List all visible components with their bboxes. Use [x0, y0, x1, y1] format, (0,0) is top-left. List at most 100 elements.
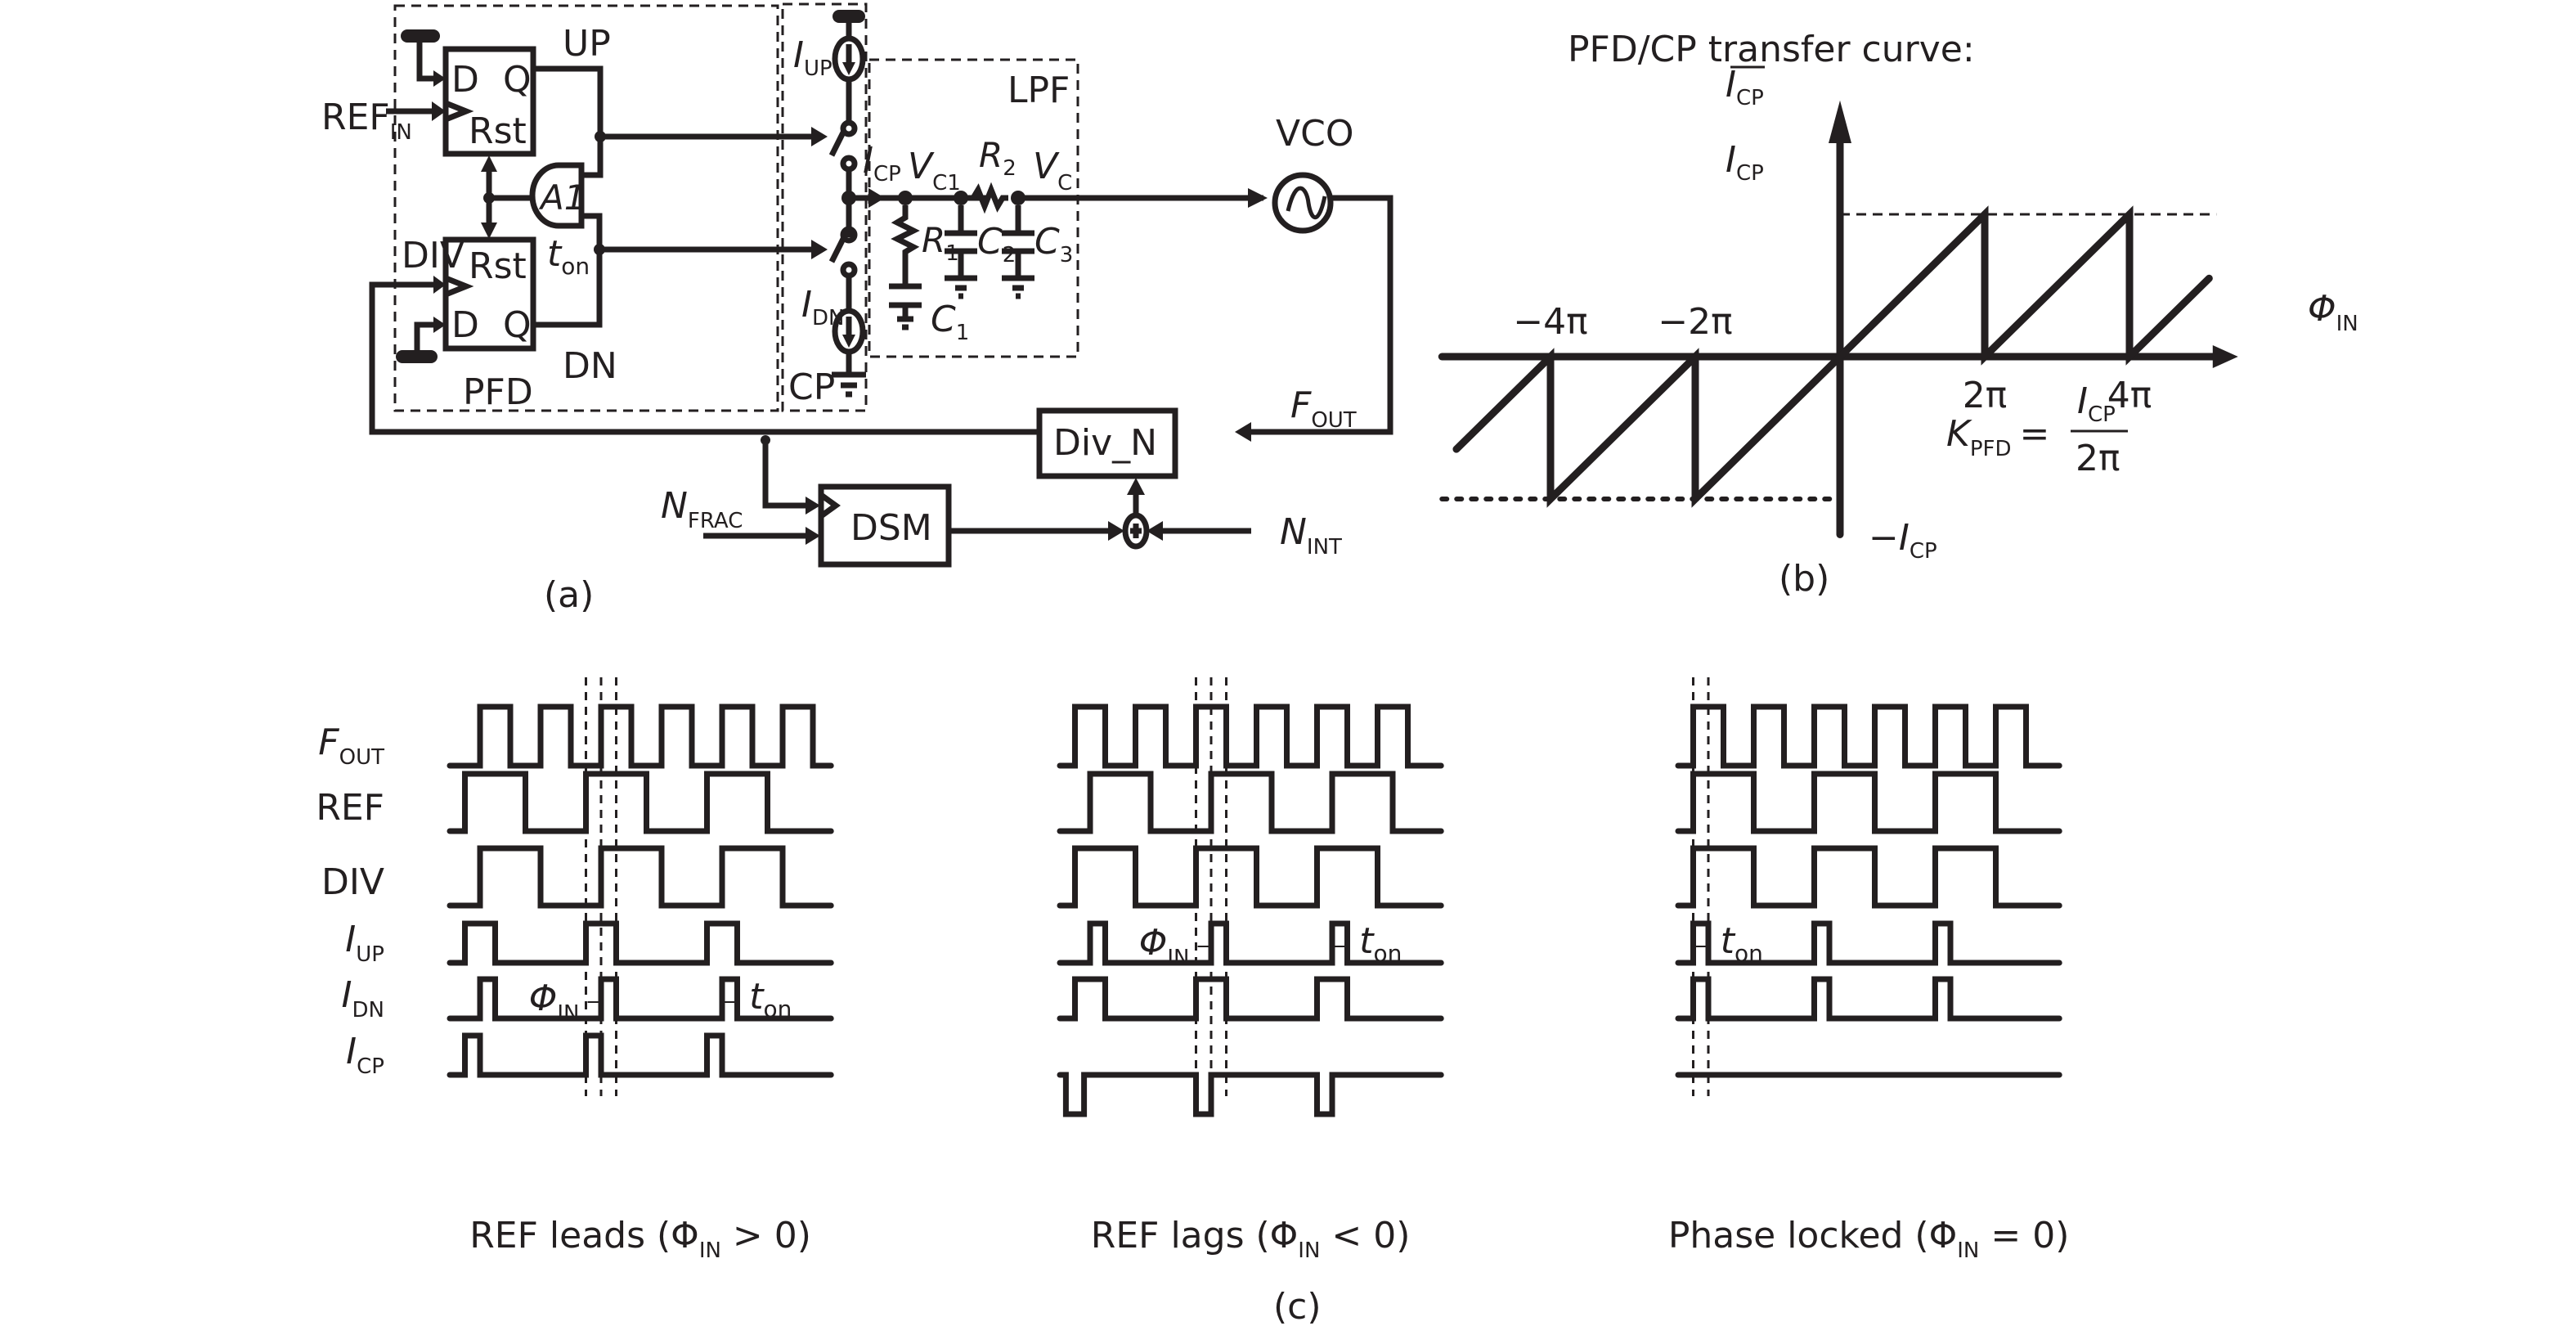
signal-label-icp: ICP	[346, 1031, 384, 1079]
waveform-icp	[447, 1032, 834, 1078]
switch-up-blade	[828, 129, 847, 157]
n-frac-label: NFRAC	[661, 485, 743, 533]
ton-annotation: ton	[1721, 920, 1763, 967]
switch-dn-contact-top	[840, 226, 858, 244]
adder-to-div-arrow	[1127, 478, 1145, 495]
up-label: UP	[563, 23, 611, 65]
c2-label: C2	[977, 221, 1016, 267]
dsm-clock-triangle	[819, 492, 841, 519]
dn-wire	[533, 213, 603, 328]
phi-in-annotation: ΦIN	[529, 978, 580, 1026]
d-wire-bottom	[414, 321, 438, 357]
and-gate-a1	[529, 162, 585, 229]
i-up-label: IUP	[793, 34, 832, 81]
k-pfd-formula: KPFD= ICP 2π	[1946, 380, 2128, 479]
up-wire	[533, 65, 604, 178]
waveform-idn	[1057, 976, 1444, 1022]
waveform-ref	[1057, 771, 1444, 834]
divider-label: Div_N	[1053, 422, 1157, 464]
ton-annotation: ton	[749, 976, 792, 1023]
vco-input-arrow	[1248, 188, 1268, 208]
vco-label: VCO	[1276, 113, 1353, 155]
div-input-arrow	[1235, 422, 1251, 442]
x-axis-label: ΦIN	[2308, 288, 2358, 336]
div-feedback-wire	[369, 281, 1041, 435]
n-int-label: NINT	[1280, 511, 1342, 560]
reset-arrow-down	[481, 222, 497, 239]
waveform-iup	[447, 920, 834, 966]
x-axis-arrow-icon	[2212, 345, 2238, 368]
y-axis-label-text: ICP	[1726, 64, 1764, 110]
formula-denominator: 2π	[2076, 438, 2120, 479]
v-c1-label: VC1	[908, 146, 961, 196]
dsm-clock-wire	[762, 440, 814, 509]
up-switch-arrow	[811, 127, 828, 146]
waveform-iup	[1057, 920, 1444, 966]
waveform-idn	[447, 976, 834, 1022]
waveform-icp	[1057, 1072, 1444, 1117]
cp-boundary	[781, 2, 868, 412]
x-tick-label: −2π	[1658, 301, 1732, 343]
dsm-label: DSM	[850, 507, 932, 549]
formula-lhs: KPFD=	[1946, 413, 2049, 461]
v-c-label: VC	[1033, 146, 1072, 196]
y-axis-arrow-icon	[1829, 100, 1851, 143]
switch-dn-contact-bottom	[840, 261, 858, 279]
case-caption: REF lags (ΦIN < 0)	[1091, 1215, 1411, 1263]
r2-resistor-icon	[968, 182, 1008, 214]
n-int-arrow	[1147, 521, 1163, 541]
waveform-fout	[1675, 703, 2062, 769]
ff-top-rst: Rst	[469, 110, 527, 152]
panel-a-block-diagram: REFIN DIV D Q Rst Rst D Q A1 ton UP DN P…	[321, 2, 1393, 616]
r1-label: R1	[922, 220, 959, 266]
div-label: DIV	[402, 235, 464, 276]
transfer-curve-title: PFD/CP transfer curve:	[1568, 29, 1975, 70]
dn-switch-arrow	[811, 240, 828, 259]
r2-label: R2	[979, 135, 1016, 181]
i-up-arrow-icon	[842, 62, 855, 75]
dsm-block	[818, 483, 952, 568]
sine-wave-icon	[1286, 186, 1327, 220]
waveform-ref	[1675, 771, 2062, 834]
waveform-div	[1057, 845, 1444, 909]
switch-up-contact-top	[840, 119, 858, 137]
ton-annotation: ton	[1359, 920, 1402, 967]
waveform-iup	[1675, 920, 2062, 966]
ref-in-arrow	[432, 101, 446, 121]
lpf-label: LPF	[1008, 70, 1070, 111]
lpf-boundary	[868, 58, 1079, 358]
n-frac-arrow	[806, 527, 820, 545]
transfer-curve-line	[1452, 205, 2213, 508]
y-neg-tick-label: −ICP	[1869, 517, 1937, 564]
y-pos-tick-label: ICP	[1726, 139, 1764, 186]
clock-input-triangle-top	[444, 100, 474, 123]
panel-a-caption: (a)	[544, 574, 594, 616]
t-on-label: ton	[547, 233, 590, 280]
waveform-div	[447, 845, 834, 909]
dsm-clock-arrow	[806, 497, 820, 515]
c2-node	[954, 191, 968, 205]
formula-numerator: ICP	[2077, 380, 2116, 427]
y-axis-label: ICP	[1726, 64, 1765, 110]
waveform-idn	[1675, 976, 2062, 1022]
signal-label-div: DIV	[321, 861, 384, 903]
switch-up-contact-bottom	[840, 155, 858, 173]
i-cp-arrow-icon	[868, 188, 885, 208]
signal-label-ref: REF	[316, 787, 384, 829]
ref-in-label: REFIN	[321, 97, 412, 145]
x-tick-label: 4π	[2107, 375, 2152, 416]
clock-input-triangle-bottom	[444, 275, 474, 298]
ff-bottom-d: D	[451, 304, 479, 346]
and-gate-label: A1	[538, 178, 586, 218]
case-caption: REF leads (ΦIN > 0)	[469, 1215, 811, 1263]
ff-bottom-rst: Rst	[469, 245, 527, 287]
i-dn-label: IDN	[801, 284, 844, 330]
